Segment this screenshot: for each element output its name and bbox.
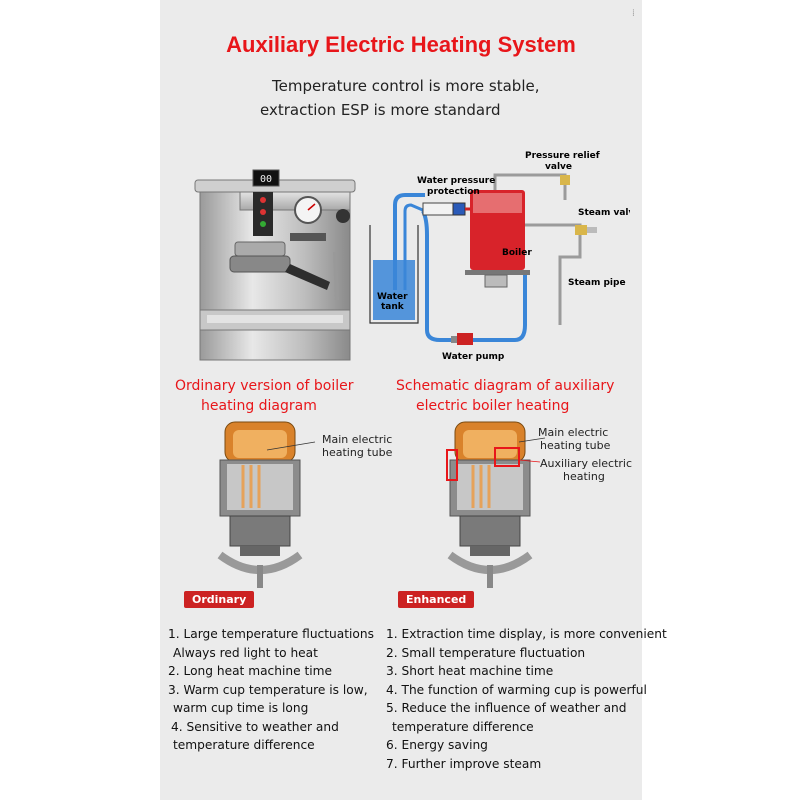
label-pressure-relief: Pressure relief — [525, 151, 600, 161]
ordinary-tube-label-2: heating tube — [322, 446, 393, 459]
portafilter-handle — [285, 264, 330, 290]
timer-display — [252, 169, 280, 187]
steam-pipe — [558, 237, 582, 325]
label-boiler: Boiler — [502, 248, 532, 258]
corner-mark: ⁞ — [631, 8, 635, 19]
list-item: 6. Energy saving — [386, 738, 488, 752]
label-water-pressure-2: protection — [427, 187, 480, 197]
steam-knob — [336, 209, 350, 223]
subtitle-line-2: extraction ESP is more standard — [260, 101, 501, 119]
ordinary-boiler-cutaway — [217, 421, 316, 588]
label-water-pump: Water pump — [442, 352, 505, 362]
ordinary-badge: Ordinary — [184, 591, 255, 608]
label-steam-pipe: Steam pipe — [568, 278, 626, 288]
enhanced-main-label-1: Main electric — [538, 426, 609, 439]
subtitle-line-1: Temperature control is more stable, — [272, 77, 540, 95]
steam-valve — [575, 225, 587, 235]
enhanced-heading-line-2: electric boiler heating — [416, 398, 570, 414]
ordinary-heading: Ordinary version of boiler heating diagr… — [175, 376, 354, 416]
list-item: 1. Large temperature fluctuations — [168, 627, 374, 641]
list-item: 3. Short heat machine time — [386, 664, 554, 678]
list-item: 3. Warm cup temperature is low, — [168, 682, 368, 697]
enhanced-list: 1. Extraction time display, is more conv… — [386, 625, 667, 773]
enhanced-aux-label-1: Auxiliary electric — [540, 457, 633, 470]
list-item: 2. Small temperature fluctuation — [386, 645, 586, 660]
enhanced-main-label-2: heating tube — [540, 439, 611, 452]
list-item: temperature difference — [173, 738, 315, 752]
water-circuit-schematic: Pressure relief valve Water pressure pro… — [369, 151, 630, 362]
portafilter — [229, 255, 291, 273]
list-item: Always red light to heat — [173, 645, 318, 660]
label-steam-valve: Steam valve — [578, 208, 630, 218]
list-item: 1. Extraction time display, is more conv… — [386, 627, 667, 641]
subtitle: Temperature control is more stable, extr… — [260, 74, 560, 122]
page-title: Auxiliary Electric Heating System — [226, 32, 576, 57]
water-pump — [457, 333, 473, 345]
enhanced-boiler-cutaway — [446, 421, 546, 588]
list-item: 5. Reduce the influence of weather and — [386, 701, 627, 715]
label-water-pressure: Water pressure — [417, 176, 495, 186]
espresso-machine-image: 00 — [194, 169, 356, 361]
enhanced-aux-label: Auxiliary electric heating — [540, 457, 632, 483]
list-item: temperature difference — [392, 719, 534, 734]
ordinary-list: 1. Large temperature fluctuations Always… — [168, 625, 374, 755]
water-pressure-protection — [422, 202, 454, 216]
list-item: 2. Long heat machine time — [168, 664, 332, 678]
list-item: 7. Further improve steam — [386, 756, 542, 771]
label-water-tank: Water — [377, 292, 408, 302]
list-item: 4. Sensitive to weather and — [171, 719, 339, 734]
label-pressure-relief-2: valve — [545, 162, 572, 172]
enhanced-aux-label-2: heating — [563, 470, 605, 483]
enhanced-main-label: Main electric heating tube — [538, 426, 610, 452]
list-item: 4. The function of warming cup is powerf… — [386, 682, 647, 697]
enhanced-heading: Schematic diagram of auxiliary electric … — [396, 376, 614, 416]
ordinary-heading-line-2: heating diagram — [201, 398, 317, 414]
label-water-tank-2: tank — [381, 302, 405, 312]
timer-display-value: 00 — [260, 174, 272, 185]
content-panel — [160, 0, 642, 800]
ordinary-tube-label-1: Main electric — [322, 433, 393, 446]
list-item: warm cup time is long — [173, 701, 309, 715]
enhanced-badge: Enhanced — [398, 591, 475, 608]
enhanced-heading-line-1: Schematic diagram of auxiliary — [396, 378, 615, 394]
ordinary-tube-label: Main electric heating tube — [322, 433, 392, 459]
ordinary-heading-line-1: Ordinary version of boiler — [175, 378, 354, 394]
